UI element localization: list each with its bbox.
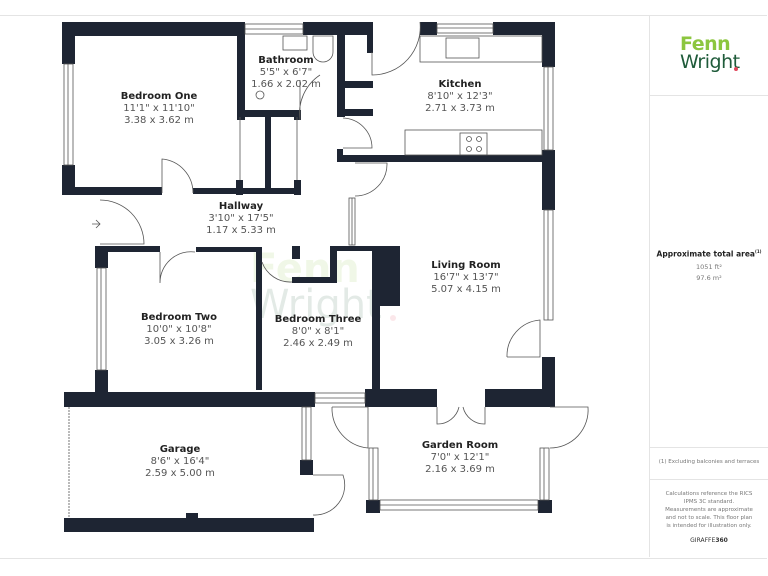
room-name: Bedroom Three <box>274 314 362 325</box>
giraffe360-credit: GIRAFFE360 <box>690 537 728 544</box>
room-garage: Garage 8'6" x 16'4" 2.59 x 5.00 m <box>145 443 215 480</box>
area-section: Approximate total area(1) 1051 ft² 97.6 … <box>650 95 768 448</box>
disclaimer-section: Calculations reference the RICS IPMS 3C … <box>650 480 768 556</box>
area-title: Approximate total area(1) <box>656 249 762 259</box>
room-dimensions-metric: 5.07 x 4.15 m <box>431 284 501 295</box>
room-name: Kitchen <box>438 79 482 90</box>
watermark-logo: Fenn Wright <box>250 246 396 328</box>
room-kitchen: Kitchen 8'10" x 12'3" 2.71 x 3.73 m <box>425 78 495 115</box>
room-dimensions-imperial: 11'1" x 11'10" <box>123 103 195 114</box>
page-frame <box>0 15 767 559</box>
svg-text:Wright: Wright <box>250 282 382 328</box>
room-hallway: Hallway 3'10" x 17'5" 1.17 x 5.33 m <box>206 200 276 237</box>
room-name: Living Room <box>431 260 501 271</box>
room-bedroom-two: Bedroom Two 10'0" x 10'8" 3.05 x 3.26 m <box>141 311 217 348</box>
room-dimensions-imperial: 8'10" x 12'3" <box>427 91 493 102</box>
area-sqft: 1051 ft² <box>696 263 722 271</box>
room-name: Garden Room <box>421 440 499 451</box>
brand-logo-line2: Wright <box>680 51 740 73</box>
room-dimensions-imperial: 5'5" x 6'7" <box>259 67 313 78</box>
room-dimensions-metric: 3.05 x 3.26 m <box>144 336 214 347</box>
logo-section: Fenn Wright <box>650 15 768 96</box>
footnote: (1) Excluding balconies and terraces <box>650 447 768 480</box>
room-bedroom-three: Bedroom Three 8'0" x 8'1" 2.46 x 2.49 m <box>275 313 362 350</box>
room-garden-room: Garden Room 7'0" x 12'1" 2.16 x 3.69 m <box>422 439 498 476</box>
room-living-room: Living Room 16'7" x 13'7" 5.07 x 4.15 m <box>431 259 501 296</box>
brand-logo-line1: Fenn <box>680 33 731 55</box>
room-dimensions-metric: 1.66 x 2.02 m <box>251 79 321 90</box>
logo-dot-icon <box>734 67 738 71</box>
room-dimensions-imperial: 8'0" x 8'1" <box>291 326 345 337</box>
room-dimensions-imperial: 7'0" x 12'1" <box>430 452 490 463</box>
room-name: Hallway <box>218 201 264 212</box>
disclaimer-text: Calculations reference the RICS IPMS 3C … <box>665 491 753 529</box>
room-bedroom-one: Bedroom One 11'1" x 11'10" 3.38 x 3.62 m <box>121 90 198 127</box>
room-name: Bedroom One <box>120 91 198 102</box>
area-sqm: 97.6 m² <box>696 274 722 282</box>
walls <box>62 22 555 532</box>
room-dimensions-metric: 2.46 x 2.49 m <box>283 338 353 349</box>
room-dimensions-imperial: 16'7" x 13'7" <box>433 272 499 283</box>
room-dimensions-metric: 2.16 x 3.69 m <box>425 464 495 475</box>
room-name: Garage <box>159 444 201 455</box>
room-dimensions-metric: 1.17 x 5.33 m <box>206 225 276 236</box>
info-panel: Fenn Wright Approximate total area(1) 10… <box>649 15 768 557</box>
room-dimensions-metric: 2.59 x 5.00 m <box>145 468 215 479</box>
room-dimensions-metric: 3.38 x 3.62 m <box>124 115 194 126</box>
room-name: Bathroom <box>258 55 314 66</box>
room-name: Bedroom Two <box>141 312 217 323</box>
room-dimensions-metric: 2.71 x 3.73 m <box>425 103 495 114</box>
room-bathroom: Bathroom 5'5" x 6'7" 1.66 x 2.02 m <box>251 54 321 91</box>
room-dimensions-imperial: 10'0" x 10'8" <box>146 324 212 335</box>
room-dimensions-imperial: 3'10" x 17'5" <box>208 213 274 224</box>
svg-text:Fenn: Fenn <box>250 246 360 292</box>
room-dimensions-imperial: 8'6" x 16'4" <box>150 456 210 467</box>
windows-doors <box>63 21 589 518</box>
